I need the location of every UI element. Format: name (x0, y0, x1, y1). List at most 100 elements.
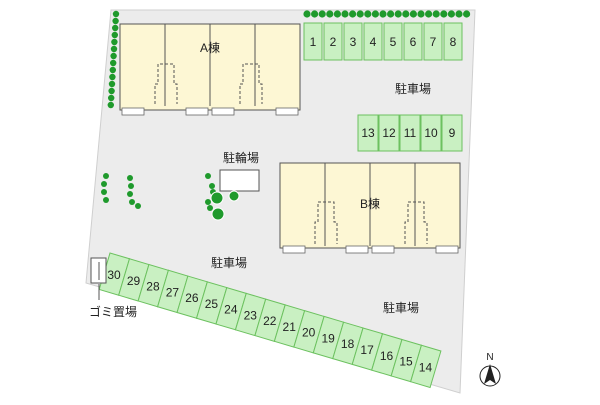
tree-cluster (101, 173, 240, 221)
parking-center-label: 駐車場 (211, 255, 247, 270)
parking-space-number: 29 (127, 274, 141, 288)
parking-space (343, 22, 363, 61)
parking-space (378, 114, 400, 152)
tree-icon (318, 10, 326, 18)
building-b: B棟 (279, 162, 461, 254)
tree-icon (364, 10, 372, 18)
tree-icon (402, 10, 410, 18)
parking-space-number: 28 (146, 280, 160, 294)
parking-space-number: 15 (399, 355, 413, 369)
tree-icon (409, 10, 417, 18)
parking-space (441, 114, 463, 152)
parking-space-number: 20 (302, 326, 316, 340)
parking-space (423, 22, 443, 61)
parking-space-number: 21 (283, 320, 297, 334)
parking-top-label: 駐車場 (395, 81, 431, 96)
tree-icon (341, 10, 349, 18)
parking-space-number: 19 (321, 331, 335, 345)
parking-space-number: 18 (341, 337, 355, 351)
bicycle-parking-label: 駐輪場 (223, 150, 259, 165)
tree-icon (205, 173, 211, 179)
tree-icon (228, 190, 240, 202)
tree-icon (109, 66, 117, 74)
parking-space-number: 11 (404, 126, 417, 140)
parking-space-number: 6 (410, 35, 417, 49)
tree-icon (440, 10, 448, 18)
parking-space-number: 24 (224, 303, 238, 317)
parking-space-number: 25 (205, 297, 219, 311)
tree-icon (107, 101, 115, 109)
parking-space-number: 1 (310, 35, 317, 49)
parking-space-number: 2 (330, 35, 337, 49)
tree-icon (463, 10, 471, 18)
tree-icon (111, 38, 118, 46)
tree-icon (135, 203, 141, 209)
parking-space-number: 7 (430, 35, 437, 49)
bicycle-parking: 駐輪場 (219, 150, 260, 192)
parking-space-number: 3 (350, 35, 357, 49)
tree-icon (211, 207, 225, 221)
tree-icon (101, 189, 107, 195)
parking-space-number: 27 (166, 285, 180, 299)
tree-icon (447, 10, 455, 18)
tree-icon (112, 17, 119, 25)
parking-space-number: 5 (390, 35, 397, 49)
tree-icon (210, 191, 224, 205)
tree-icon (112, 10, 120, 18)
parking-space-number: 26 (185, 291, 199, 305)
parking-space-number: 10 (424, 126, 438, 140)
tree-icon (111, 31, 119, 39)
tree-icon (303, 10, 311, 18)
parking-space (410, 344, 442, 389)
parking-space (357, 114, 379, 152)
tree-icon (311, 10, 319, 18)
tree-icon (127, 175, 133, 181)
tree-icon (103, 173, 109, 179)
parking-space-number: 17 (360, 343, 374, 357)
parking-space (403, 22, 423, 61)
north-arrow-label: N (486, 352, 493, 363)
tree-icon (425, 10, 433, 18)
tree-icon (103, 197, 109, 203)
tree-icon (207, 205, 213, 211)
hedge-top (303, 10, 471, 18)
parking-space-number: 22 (263, 314, 277, 328)
parking-space-number: 30 (107, 268, 121, 282)
tree-icon (205, 199, 211, 205)
parking-space-number: 16 (380, 349, 394, 363)
garbage-area: ゴミ置場 (89, 257, 137, 319)
parking-space (303, 22, 323, 61)
tree-icon (128, 183, 134, 189)
tree-icon (379, 10, 387, 18)
tree-icon (326, 10, 334, 18)
parking-space-number: 13 (361, 126, 375, 140)
parking-space (363, 22, 383, 61)
building-a: A棟 (119, 23, 301, 116)
tree-icon (333, 10, 341, 18)
tree-icon (209, 183, 215, 189)
garbage-area-label: ゴミ置場 (89, 304, 137, 319)
parking-space-number: 23 (244, 308, 258, 322)
tree-icon (108, 80, 116, 88)
tree-icon (112, 24, 119, 32)
tree-icon (108, 87, 115, 95)
tree-icon (108, 94, 115, 102)
hedge-left (107, 10, 120, 109)
tree-icon (110, 52, 117, 60)
north-arrow-icon: N (479, 352, 501, 387)
parking-space (420, 114, 442, 152)
tree-icon (349, 10, 357, 18)
tree-icon (127, 191, 133, 197)
tree-icon (110, 45, 118, 53)
parking-bottom-label: 駐車場 (383, 300, 419, 315)
parking-space-number: 14 (419, 360, 433, 374)
tree-icon (356, 10, 364, 18)
tree-icon (455, 10, 463, 18)
tree-icon (394, 10, 402, 18)
tree-icon (371, 10, 379, 18)
tree-icon (110, 59, 117, 67)
parking-space (443, 22, 463, 61)
